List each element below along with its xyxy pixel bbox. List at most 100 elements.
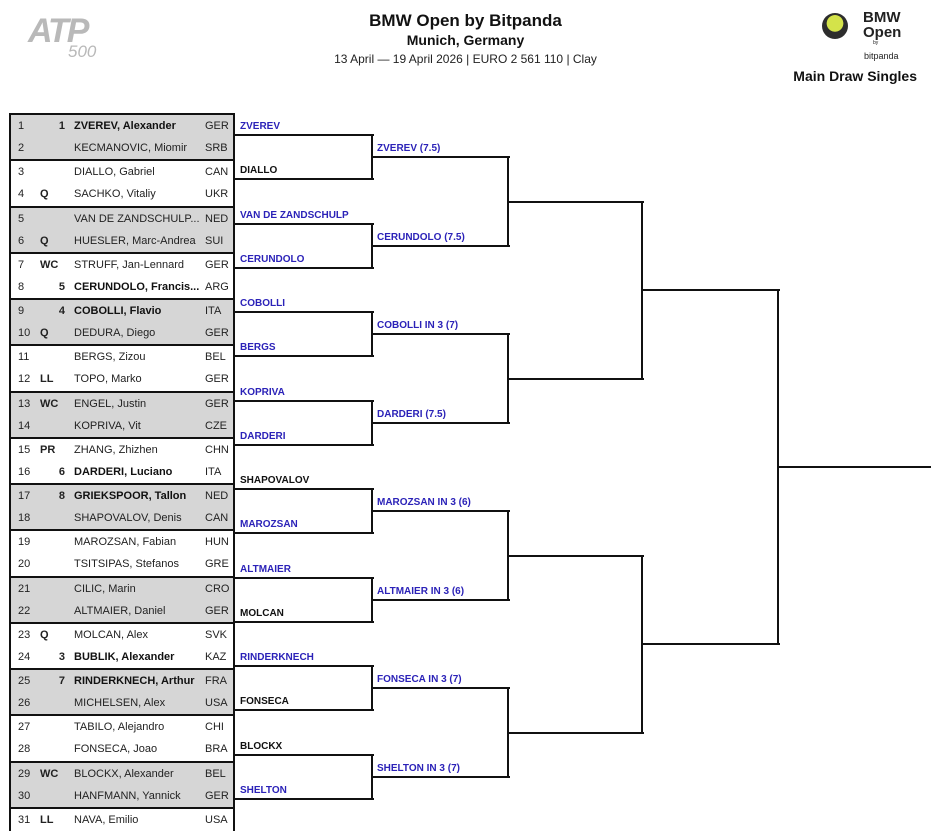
- draw-position: 15: [18, 443, 31, 456]
- draw-position: 5: [18, 212, 25, 225]
- bracket-line: [235, 709, 374, 712]
- tournament-location: Munich, Germany: [406, 32, 525, 48]
- draw-position: 25: [18, 675, 31, 687]
- player-name: RINDERKNECH, Arthur: [74, 675, 195, 687]
- player-name: DEDURA, Diego: [74, 327, 156, 340]
- bracket-line: [372, 510, 510, 513]
- tournament-title: BMW Open by Bitpanda: [369, 11, 562, 30]
- quarterfinal-entry: MAROZSAN IN 3 (6): [377, 497, 471, 509]
- player-name: NAVA, Emilio: [74, 813, 139, 826]
- round2-entry: COBOLLI: [240, 298, 285, 310]
- draw-position: 24: [18, 650, 31, 663]
- player-name: ZHANG, Zhizhen: [74, 443, 158, 456]
- seed: 5: [58, 280, 65, 293]
- bracket-line: [235, 355, 374, 358]
- player-country: UKR: [205, 188, 229, 201]
- bracket-line: [235, 488, 374, 491]
- player-name: BUBLIK, Alexander: [74, 650, 175, 663]
- player-name: KECMANOVIC, Miomir: [74, 142, 188, 155]
- seed: 4: [58, 305, 65, 317]
- bracket-line: [372, 421, 510, 424]
- player-country: USA: [205, 697, 228, 710]
- entry-status: Q: [40, 234, 49, 247]
- quarterfinal-entry: ZVEREV (7.5): [377, 143, 441, 155]
- quarterfinal-entry: ALTMAIER IN 3 (6): [377, 585, 465, 597]
- player-name: TOPO, Marko: [74, 373, 142, 386]
- bracket-line: [372, 687, 510, 690]
- bracket-line: [235, 665, 374, 668]
- bracket-line: [235, 222, 374, 225]
- round2-entry: VAN DE ZANDSCHULP: [240, 209, 349, 221]
- bracket-line: [508, 554, 644, 557]
- seed: 1: [58, 120, 65, 132]
- player-country: CHN: [205, 443, 229, 456]
- draw-position: 14: [18, 419, 31, 432]
- player-name: DIALLO, Gabriel: [74, 166, 155, 179]
- draw-position: 16: [18, 465, 31, 478]
- round2-entry: MAROZSAN: [240, 519, 298, 531]
- quarterfinal-entry: FONSECA IN 3 (7): [377, 674, 462, 686]
- entry-status: WC: [40, 397, 59, 410]
- bracket-line: [235, 311, 374, 314]
- player-name: KOPRIVA, Vit: [74, 419, 141, 432]
- round2-entry: DARDERI: [240, 430, 286, 442]
- draw-position: 18: [18, 512, 31, 525]
- seed: 7: [58, 675, 65, 687]
- player-name: CERUNDOLO, Francis...: [74, 280, 200, 293]
- bracket-line: [372, 598, 510, 601]
- player-country: GER: [205, 120, 229, 132]
- draw-position: 3: [18, 166, 25, 179]
- draw-position: 9: [18, 305, 25, 317]
- entry-status: LL: [40, 373, 54, 386]
- bracket-line: [235, 620, 374, 623]
- player-country: SUI: [205, 234, 224, 247]
- round2-entry: BLOCKX: [240, 740, 283, 752]
- player-country: GER: [205, 373, 229, 386]
- draw-type-title: Main Draw Singles: [793, 68, 917, 84]
- player-name: ALTMAIER, Daniel: [74, 604, 166, 617]
- bracket-line: [372, 156, 510, 159]
- draw-position: 13: [18, 397, 31, 410]
- player-country: ARG: [205, 280, 229, 293]
- player-country: USA: [205, 813, 228, 826]
- player-name: TABILO, Alejandro: [74, 721, 165, 734]
- bracket-line: [235, 134, 374, 137]
- player-name: STRUFF, Jan-Lennard: [74, 258, 185, 271]
- bracket-line: [235, 576, 374, 579]
- player-name: COBOLLI, Flavio: [74, 305, 162, 317]
- draw-position: 19: [18, 536, 31, 549]
- bracket-line: [235, 797, 374, 800]
- draw-position: 22: [18, 604, 31, 617]
- draw-position: 30: [18, 789, 31, 802]
- bracket-line: [508, 377, 644, 380]
- draw-position: 26: [18, 697, 31, 710]
- round2-entry: ZVEREV: [240, 121, 281, 133]
- bracket-line: [372, 244, 510, 247]
- player-country: KAZ: [205, 650, 227, 663]
- draw-position: 28: [18, 743, 31, 756]
